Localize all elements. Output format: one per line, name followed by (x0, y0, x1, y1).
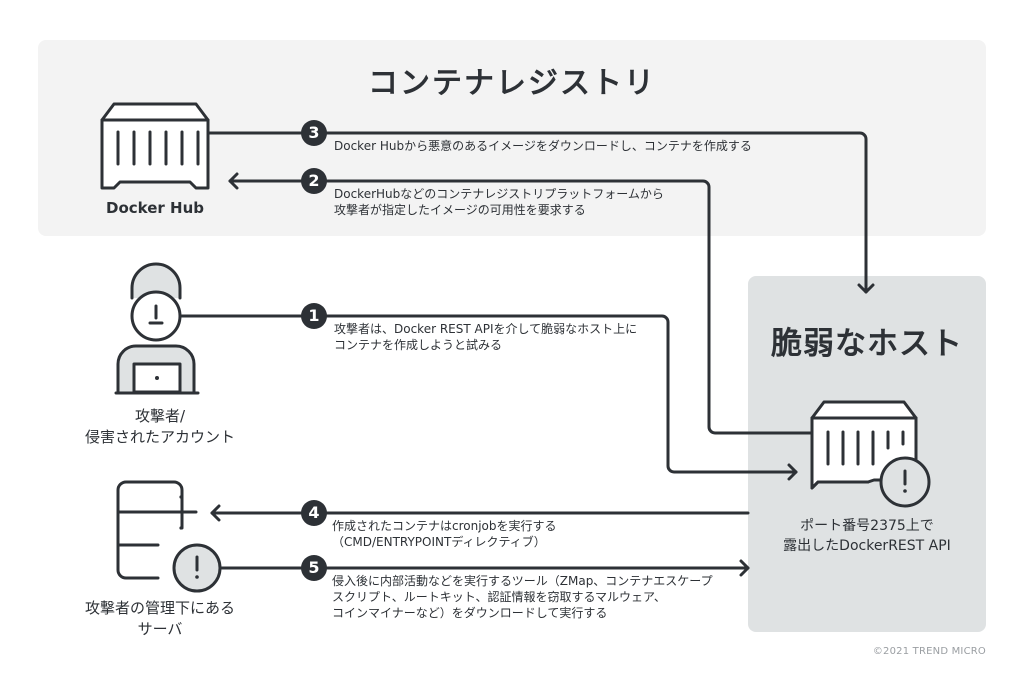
step-5-line-2: スクリプト、ルートキット、認証情報を窃取するマルウェア、 (332, 590, 666, 604)
host-label-line-2: 露出したDockerREST API (783, 538, 951, 554)
arrow-head-step-1 (787, 463, 798, 481)
step-badge-4: 4 (301, 500, 327, 526)
step-5-line-1: 侵入後に内部活動などを実行するツール（ZMap、コンテナエスケープ (332, 574, 713, 588)
copyright: ©2021 TREND MICRO (872, 646, 986, 657)
arrow-head-step-2 (228, 172, 239, 190)
arrow-head-step-5 (739, 559, 750, 577)
arrow-head-step-4 (210, 504, 221, 522)
arrow-head-step-3 (857, 283, 875, 294)
server-label: 攻撃者の管理下にある サーバ (50, 598, 270, 640)
step-badge-2: 2 (301, 168, 327, 194)
host-label-line-1: ポート番号2375上で (800, 518, 934, 534)
step-1-line-2: コンテナを作成しようと試みる (334, 338, 503, 352)
attacker-label: 攻撃者/ 侵害されたアカウント (60, 406, 260, 448)
step-badge-5: 5 (301, 555, 327, 581)
step-badge-1: 1 (301, 303, 327, 329)
step-1-description: 攻撃者は、Docker REST APIを介して脆弱なホスト上に コンテナを作成… (334, 321, 637, 353)
arrow-step-1 (178, 314, 798, 474)
docker-hub-label: Docker Hub (106, 199, 204, 217)
host-label: ポート番号2375上で 露出したDockerREST API (748, 516, 986, 556)
docker-hub-container-icon (100, 102, 210, 190)
attacker-label-line-2: 侵害されたアカウント (84, 428, 235, 446)
step-4-line-2: （CMD/ENTRYPOINTディレクティブ） (332, 535, 546, 549)
step-5-line-3: コインマイナーなど）をダウンロードして実行する (332, 606, 608, 620)
server-label-line-1: 攻撃者の管理下にある (84, 599, 235, 617)
arrow-step-2 (228, 179, 814, 435)
step-2-line-2: 攻撃者が指定したイメージの可用性を要求する (334, 203, 586, 217)
step-2-description: DockerHubなどのコンテナレジストリプラットフォームから 攻撃者が指定した… (334, 186, 664, 218)
host-title: 脆弱なホスト (771, 326, 963, 362)
server-label-line-2: サーバ (137, 620, 183, 638)
step-3-line-1: Docker Hubから悪意のあるイメージをダウンロードし、コンテナを作成する (334, 139, 752, 153)
step-3-description: Docker Hubから悪意のあるイメージをダウンロードし、コンテナを作成する (334, 138, 752, 154)
step-1-line-1: 攻撃者は、Docker REST APIを介して脆弱なホスト上に (334, 322, 638, 336)
vulnerable-host-container-icon (810, 400, 931, 508)
step-5-description: 侵入後に内部活動などを実行するツール（ZMap、コンテナエスケープ スクリプト、… (332, 573, 713, 621)
step-2-line-1: DockerHubなどのコンテナレジストリプラットフォームから (334, 187, 664, 201)
step-badge-3: 3 (301, 120, 327, 146)
arrow-step-3 (206, 131, 868, 294)
attacker-label-line-1: 攻撃者/ (134, 407, 186, 425)
step-4-line-1: 作成されたコンテナはcronjobを実行する (332, 519, 557, 533)
attacker-server-icon (116, 480, 222, 593)
registry-title: コンテナレジストリ (368, 66, 656, 101)
attacker-icon (114, 262, 200, 395)
step-4-description: 作成されたコンテナはcronjobを実行する （CMD/ENTRYPOINTディ… (332, 518, 557, 550)
